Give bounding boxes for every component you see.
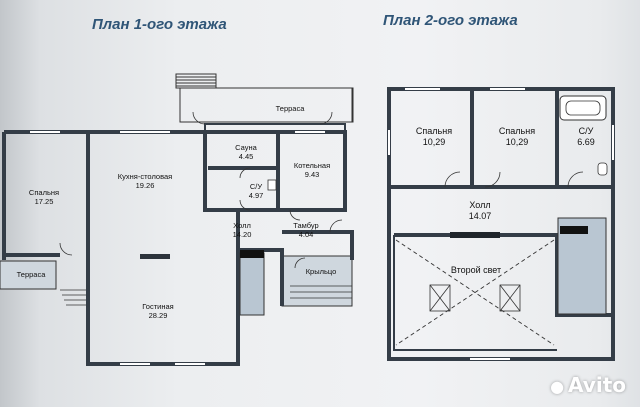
kitchen-name: Кухня-столовая bbox=[117, 172, 173, 181]
terrace-left-floor bbox=[0, 260, 57, 290]
floor2-title: План 2-ого этажа bbox=[383, 12, 518, 29]
bedroom2a-label: Спальня 10,29 bbox=[404, 126, 464, 148]
bedroom1-name: Спальня bbox=[28, 188, 60, 197]
hall1-area: 14.20 bbox=[232, 230, 252, 239]
sauna-area: 4.45 bbox=[238, 152, 254, 161]
floor1-title: План 1-ого этажа bbox=[92, 16, 227, 33]
boiler-area: 9.43 bbox=[304, 170, 320, 179]
terrace-top-label: Терраса bbox=[275, 104, 305, 113]
vestibule-area: 4.04 bbox=[298, 230, 314, 239]
hall2-name: Холл bbox=[469, 200, 491, 210]
boiler-label: Котельная 9.43 bbox=[282, 161, 342, 179]
second-light-label: Второй свет bbox=[450, 265, 502, 275]
kitchen-label: Кухня-столовая 19.26 bbox=[105, 172, 185, 190]
avito-watermark-text: Avito bbox=[568, 373, 626, 397]
terrace-left-label: Терраса bbox=[16, 270, 46, 279]
bedroom2b-name: Спальня bbox=[498, 126, 536, 136]
bath1-area: 4.97 bbox=[248, 191, 264, 200]
bath2-name: С/У bbox=[578, 126, 594, 136]
bath1-name: С/У bbox=[249, 182, 263, 191]
hall2-area: 14.07 bbox=[468, 211, 492, 221]
railing bbox=[450, 232, 500, 238]
toilet2-icon bbox=[597, 162, 608, 176]
bath1-label: С/У 4.97 bbox=[238, 182, 274, 200]
bedroom1-label: Спальня 17.25 bbox=[16, 188, 72, 206]
bedroom2b-label: Спальня 10,29 bbox=[487, 126, 547, 148]
toilet-icon bbox=[267, 179, 277, 191]
hall2-label: Холл 14.07 bbox=[450, 200, 510, 222]
hall1-label: Холл 14.20 bbox=[222, 221, 262, 239]
fireplace-icon bbox=[140, 254, 170, 259]
porch-label: Крыльцо bbox=[305, 267, 337, 276]
terrace-top bbox=[179, 87, 354, 123]
bathtub-icon bbox=[559, 95, 607, 121]
bedroom1-area: 17.25 bbox=[34, 197, 54, 206]
bath2-label: С/У 6.69 bbox=[566, 126, 606, 148]
vestibule-name: Тамбур bbox=[293, 221, 319, 230]
avito-logo-icon: ● bbox=[550, 377, 565, 396]
bedroom2a-name: Спальня bbox=[415, 126, 453, 136]
living-area: 28.29 bbox=[148, 311, 168, 320]
bedroom2b-area: 10,29 bbox=[505, 137, 529, 147]
bedroom2a-area: 10,29 bbox=[422, 137, 446, 147]
vestibule-label: Тамбур 4.04 bbox=[286, 221, 326, 239]
bath2-area: 6.69 bbox=[577, 137, 595, 147]
sauna-name: Сауна bbox=[235, 143, 257, 152]
hall1-name: Холл bbox=[233, 221, 251, 230]
porch-floor bbox=[281, 255, 353, 307]
living-name: Гостиная bbox=[142, 302, 174, 311]
sauna-label: Сауна 4.45 bbox=[228, 143, 264, 161]
boiler-name: Котельная bbox=[293, 161, 331, 170]
kitchen-area: 19.26 bbox=[135, 181, 155, 190]
stairs-block bbox=[239, 252, 265, 316]
avito-watermark: ●Avito bbox=[550, 373, 626, 397]
living-label: Гостиная 28.29 bbox=[120, 302, 196, 320]
